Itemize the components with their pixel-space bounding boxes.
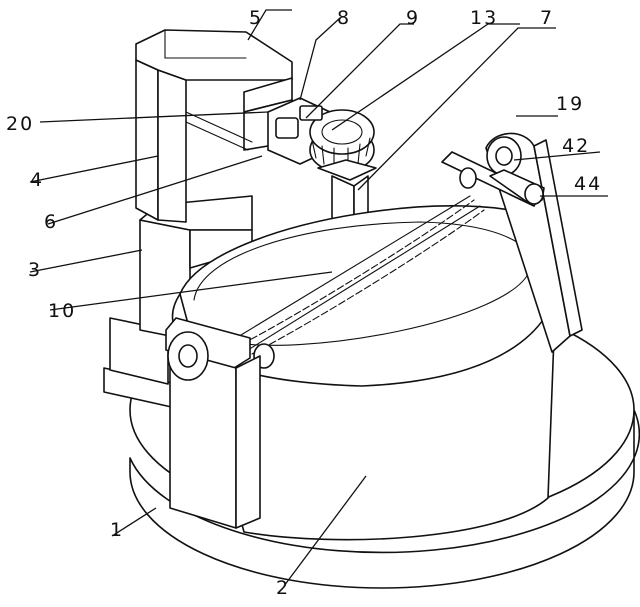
rotating-head (267, 97, 375, 173)
left-support (165, 317, 275, 529)
chain-rail (235, 195, 485, 355)
label-10: 10 (48, 300, 76, 322)
label-4: 4 (30, 169, 44, 191)
label-8: 8 (337, 7, 351, 29)
label-2: 2 (276, 577, 290, 599)
label-3: 3 (28, 259, 42, 281)
label-1: 1 (110, 519, 124, 541)
label-9: 9 (406, 7, 420, 29)
part-labels: 5 8 9 13 7 20 4 6 3 10 19 42 44 1 2 (6, 7, 602, 599)
label-19: 19 (556, 93, 584, 115)
label-42: 42 (562, 135, 590, 157)
label-44: 44 (574, 173, 602, 195)
label-5: 5 (249, 7, 263, 29)
right-support (441, 132, 583, 353)
label-6: 6 (44, 211, 58, 233)
label-13: 13 (470, 7, 498, 29)
label-7: 7 (540, 7, 554, 29)
leader-lines (29, 9, 608, 587)
label-20: 20 (6, 113, 34, 135)
